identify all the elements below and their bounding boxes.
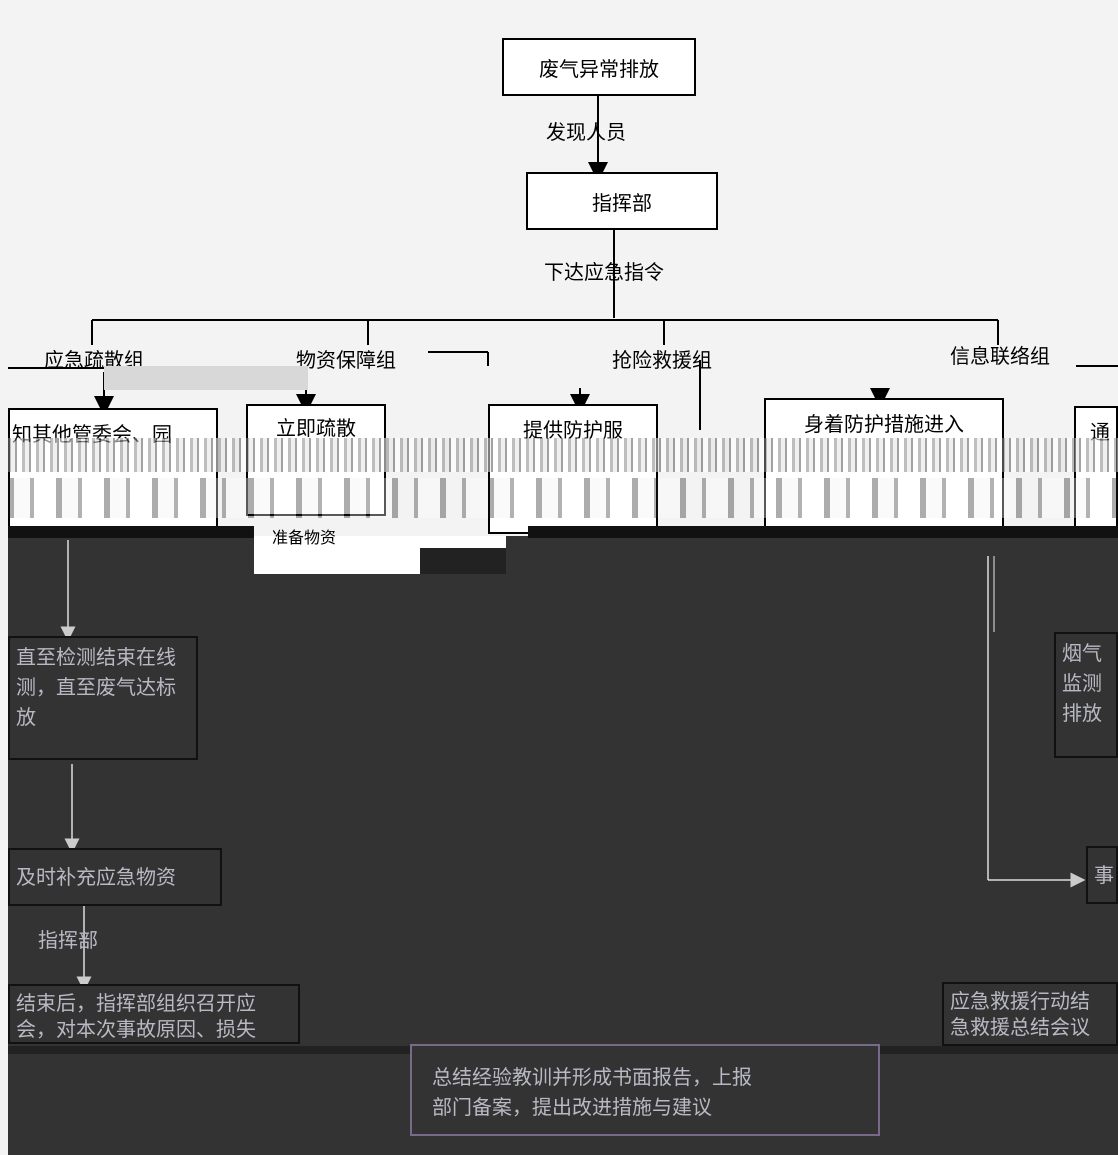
black-bar-right bbox=[528, 526, 1118, 538]
group-rescue: 抢险救援组 bbox=[612, 348, 712, 372]
glitch-band bbox=[8, 438, 1118, 472]
monitor-line1: 直至检测结束在线 bbox=[16, 645, 176, 669]
black-patch bbox=[420, 548, 506, 574]
end-node: 结束后，指挥部组织召开应 会，对本次事故原因、损失 bbox=[8, 984, 300, 1044]
group-supply: 物资保障组 bbox=[296, 348, 396, 372]
glitch-blocks bbox=[8, 478, 1118, 518]
replenish-label: 及时补充应急物资 bbox=[16, 865, 176, 889]
right-bottom-node: 应急救援行动结 急救援总结会议 bbox=[942, 982, 1118, 1046]
action-enter-label: 身着防护措施进入 bbox=[804, 412, 964, 436]
right-line2: 监测 bbox=[1062, 671, 1102, 695]
small-box-label: 准备物资 bbox=[272, 528, 337, 547]
monitor-node: 直至检测结束在线 测，直至废气达标 放 bbox=[8, 636, 198, 760]
white-patch-right bbox=[912, 540, 1118, 570]
grey-band bbox=[104, 366, 308, 390]
summary-line2: 部门备案，提出改进措施与建议 bbox=[432, 1095, 712, 1119]
end-line1: 结束后，指挥部组织召开应 bbox=[16, 991, 256, 1015]
emission-node: 废气异常排放 bbox=[502, 38, 696, 96]
right-monitor-node: 烟气 监测 排放 bbox=[1054, 632, 1118, 758]
command-label: 指挥部 bbox=[592, 190, 652, 215]
emission-label: 废气异常排放 bbox=[539, 56, 659, 81]
small-box: 准备物资 bbox=[272, 524, 422, 548]
black-bar-left bbox=[8, 526, 254, 538]
monitor-line2: 测，直至废气达标 bbox=[16, 675, 176, 699]
right-bottom-line2: 急救援总结会议 bbox=[950, 1015, 1090, 1039]
right-line1: 烟气 bbox=[1062, 641, 1102, 665]
monitor-line3: 放 bbox=[16, 705, 36, 729]
discoverer-label: 发现人员 bbox=[546, 120, 626, 144]
command2-label: 指挥部 bbox=[38, 928, 98, 952]
right-event-node: 事 bbox=[1086, 846, 1118, 904]
right-line3: 排放 bbox=[1062, 701, 1102, 725]
summary-node: 总结经验教训并形成书面报告，上报 部门备案，提出改进措施与建议 bbox=[410, 1044, 880, 1136]
right-bottom-line1: 应急救援行动结 bbox=[950, 989, 1090, 1013]
end-line2: 会，对本次事故原因、损失 bbox=[16, 1017, 256, 1041]
command-node: 指挥部 bbox=[526, 172, 718, 230]
order-label: 下达应急指令 bbox=[544, 260, 664, 284]
group-info: 信息联络组 bbox=[950, 344, 1050, 368]
replenish-node: 及时补充应急物资 bbox=[8, 848, 222, 906]
action-evacuate-label: 立即疏散 bbox=[276, 416, 356, 440]
right-event-label: 事 bbox=[1094, 863, 1114, 887]
summary-line1: 总结经验教训并形成书面报告，上报 bbox=[432, 1065, 752, 1089]
